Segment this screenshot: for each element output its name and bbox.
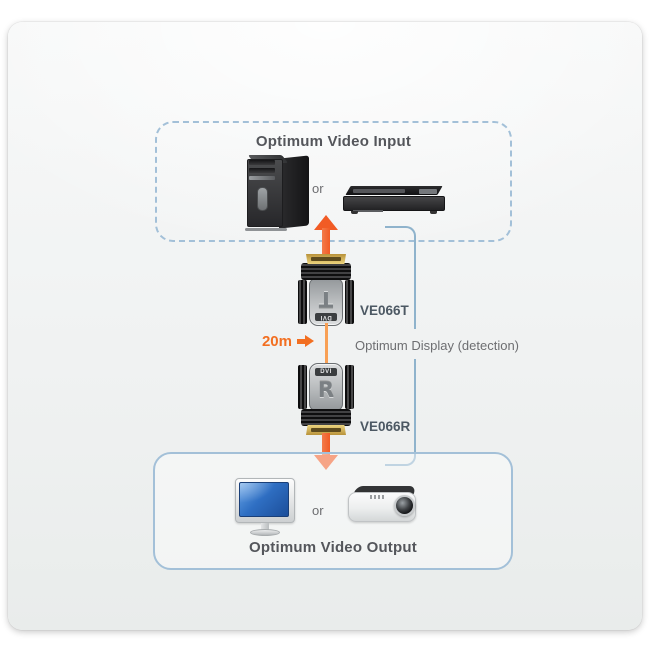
dvd-foot [351,211,358,214]
pc-side-panel [279,155,309,229]
monitor-stand [250,529,280,536]
right-arrow-shaft [297,339,306,344]
projector-lens [394,495,415,516]
dvi-pins [311,257,341,261]
dvd-buttons [353,210,383,212]
pc-tower-icon [245,155,311,231]
right-arrow-icon [297,335,314,348]
monitor-icon [235,478,297,536]
output-box-title: Optimum Video Output [249,539,417,556]
pc-drive-bay [249,160,275,165]
ribbed-body [301,409,351,426]
heatsink-fin [345,280,354,324]
ve066r-extender-icon: DVI R [298,363,354,435]
transmitter-letter: T [318,287,334,311]
heatsink-fin [345,365,354,409]
pc-button-row [249,176,275,180]
dvd-display [419,189,437,194]
dvd-front-panel [343,196,445,211]
transmitter-faceplate: DVI T [309,278,343,326]
output-or-label: or [312,503,324,518]
heatsink-fin [298,365,307,409]
video-output-box: Optimum Video Output [153,452,513,570]
cable-distance-label: 20m [261,333,292,350]
transmitter-model-label: VE066T [360,303,409,318]
input-box-title: Optimum Video Input [255,133,412,150]
video-input-box: Optimum Video Input [155,121,512,242]
dvi-connector-icon [306,425,346,435]
input-or-label: or [312,181,324,196]
receiver-letter: R [317,378,335,402]
projector-vents [370,495,386,499]
detection-bracket-upper [385,226,416,329]
detection-label: Optimum Display (detection) [355,338,519,353]
heatsink-fin [298,280,307,324]
up-arrow-icon [314,215,338,257]
projector-icon [348,486,418,528]
ve066t-extender-icon: DVI T [298,254,354,326]
dvd-disc-tray [353,189,405,193]
dvd-foot [430,211,437,214]
dvi-badge: DVI [315,313,337,321]
down-arrow-head [314,455,338,470]
pc-drive-bay [249,168,275,173]
right-arrow-head [305,335,314,347]
ribbed-body [301,263,351,280]
down-arrow-shaft [322,433,330,457]
receiver-model-label: VE066R [360,419,411,434]
detection-bracket-lower [385,359,416,466]
monitor-neck [261,523,269,530]
dvi-connector-icon [306,254,346,264]
receiver-faceplate: DVI R [309,363,343,411]
down-arrow-icon [314,433,338,470]
pc-base [245,228,287,231]
up-arrow-head [314,215,338,230]
dvi-badge: DVI [315,368,337,376]
monitor-screen [239,482,289,517]
dvi-pins [311,428,341,432]
pc-grille [257,187,268,211]
diagram-card: Optimum Video Input or [8,22,642,630]
extension-cable [325,323,328,365]
dvd-player-icon [343,186,445,214]
up-arrow-shaft [322,228,330,257]
